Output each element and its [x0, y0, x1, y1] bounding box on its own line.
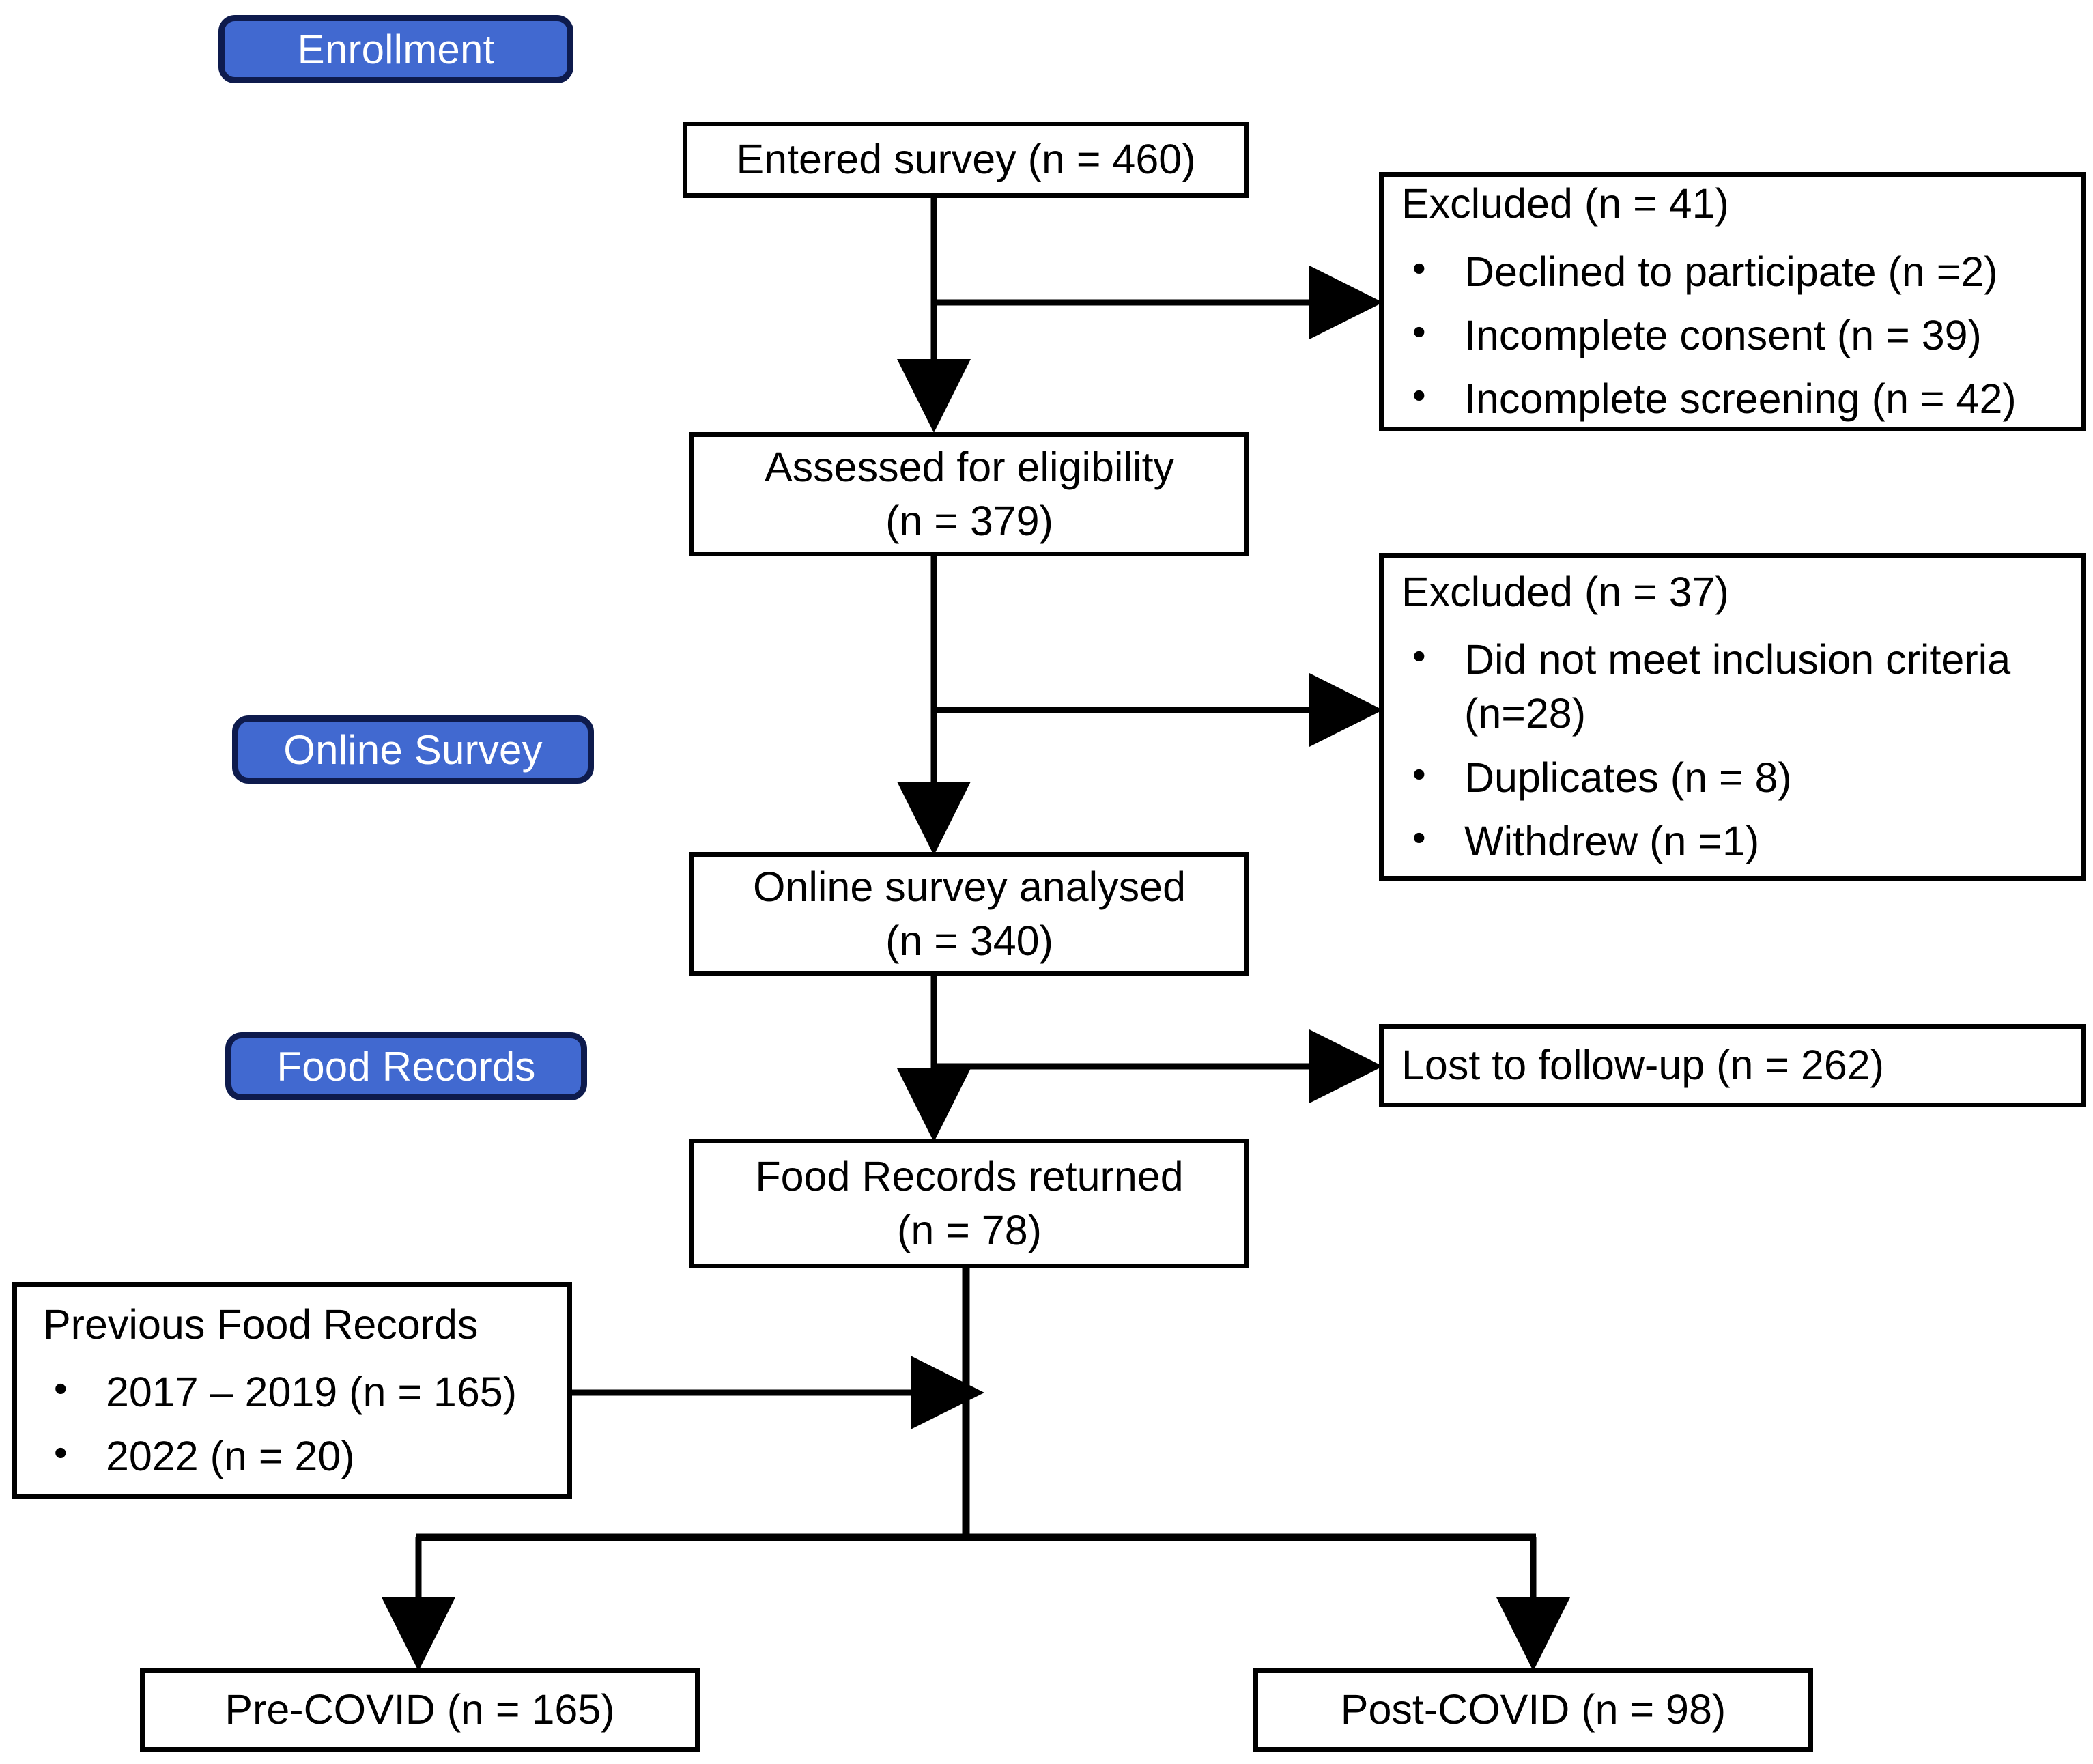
node-entered-survey[interactable]: Entered survey (n = 460) — [683, 122, 1249, 198]
node-lost-to-followup[interactable]: Lost to follow-up (n = 262) — [1379, 1024, 2086, 1107]
stage-badge-enrollment-label: Enrollment — [297, 26, 495, 72]
node-previous-food-records[interactable]: Previous Food Records 2017 – 2019 (n = 1… — [12, 1282, 572, 1499]
node-assessed-eligibility-line2: (n = 379) — [885, 498, 1053, 544]
node-excluded-1-title: Excluded (n = 41) — [1401, 180, 1729, 227]
node-entered-survey-label: Entered survey (n = 460) — [736, 136, 1196, 183]
node-excluded-1-reasons: Declined to participate (n =2) Incomplet… — [1401, 236, 2072, 427]
node-excluded-2-title: Excluded (n = 37) — [1401, 568, 1729, 615]
node-pre-covid-label: Pre-COVID (n = 165) — [225, 1686, 615, 1733]
node-pre-covid[interactable]: Pre-COVID (n = 165) — [140, 1668, 700, 1752]
stage-badge-online-survey[interactable]: Online Survey — [232, 715, 594, 784]
node-excluded-1[interactable]: Excluded (n = 41) Declined to participat… — [1379, 172, 2086, 431]
list-item: 2022 (n = 20) — [43, 1428, 558, 1483]
node-assessed-eligibility-line1: Assessed for eligibility — [764, 443, 1175, 490]
node-lost-to-followup-label: Lost to follow-up (n = 262) — [1401, 1042, 1884, 1089]
list-item: Withdrew (n =1) — [1401, 813, 2072, 868]
node-food-records-returned[interactable]: Food Records returned (n = 78) — [689, 1139, 1249, 1268]
list-item: Duplicates (n = 8) — [1401, 750, 2072, 805]
node-previous-food-records-items: 2017 – 2019 (n = 165) 2022 (n = 20) — [43, 1356, 558, 1483]
node-food-records-returned-line1: Food Records returned — [755, 1152, 1184, 1199]
stage-badge-food-records-label: Food Records — [276, 1043, 536, 1090]
node-online-survey-analysed-line1: Online survey analysed — [752, 863, 1186, 910]
node-excluded-2-reasons: Did not meet inclusion criteria (n=28) D… — [1401, 623, 2072, 868]
list-item: Incomplete consent (n = 39) — [1401, 307, 2072, 362]
list-item: Incomplete screening (n = 42) — [1401, 371, 2072, 426]
list-item: Declined to participate (n =2) — [1401, 244, 2072, 299]
node-online-survey-analysed[interactable]: Online survey analysed (n = 340) — [689, 852, 1249, 976]
node-assessed-eligibility[interactable]: Assessed for eligibility (n = 379) — [689, 432, 1249, 556]
node-previous-food-records-title: Previous Food Records — [43, 1301, 479, 1348]
stage-badge-online-survey-label: Online Survey — [283, 726, 543, 773]
list-item: Did not meet inclusion criteria (n=28) — [1401, 631, 2024, 741]
list-item: 2017 – 2019 (n = 165) — [43, 1364, 558, 1419]
node-online-survey-analysed-line2: (n = 340) — [885, 917, 1053, 964]
node-post-covid[interactable]: Post-COVID (n = 98) — [1253, 1668, 1813, 1752]
stage-badge-enrollment[interactable]: Enrollment — [218, 15, 573, 83]
node-food-records-returned-line2: (n = 78) — [897, 1207, 1042, 1253]
stage-badge-food-records[interactable]: Food Records — [225, 1032, 587, 1100]
node-post-covid-label: Post-COVID (n = 98) — [1340, 1686, 1726, 1733]
node-excluded-2[interactable]: Excluded (n = 37) Did not meet inclusion… — [1379, 553, 2086, 881]
